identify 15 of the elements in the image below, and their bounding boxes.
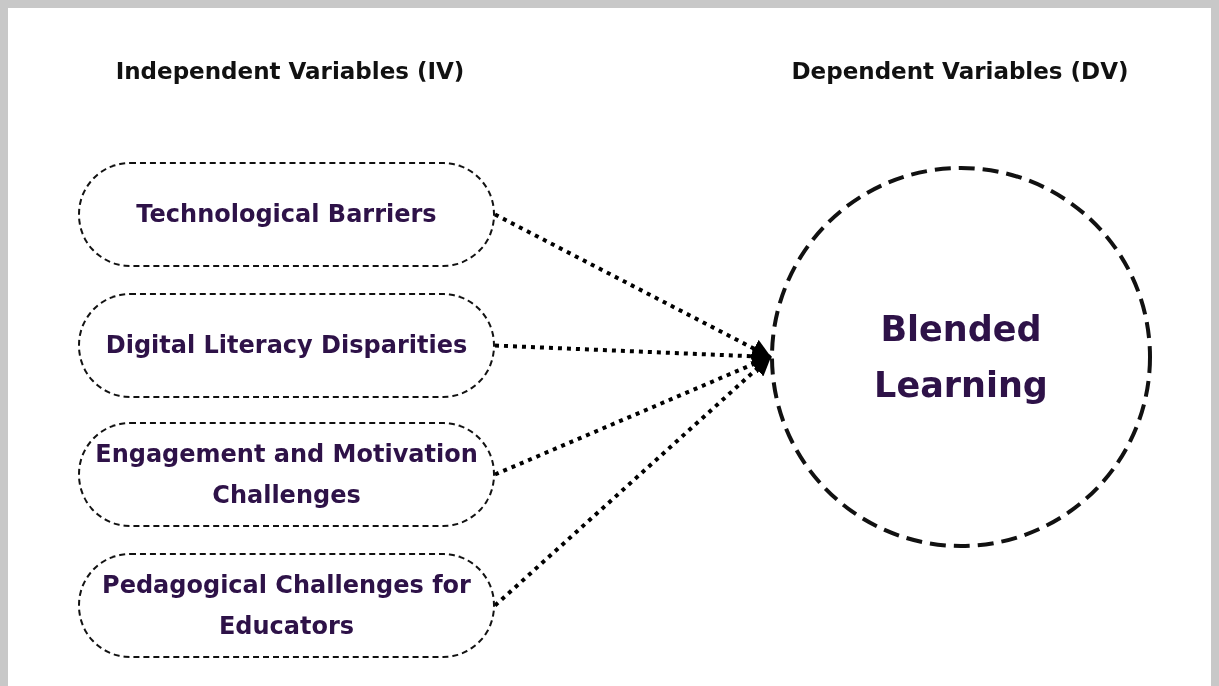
dependent-variable-circle: [770, 166, 1152, 548]
independent-variable-box: [78, 422, 495, 527]
column-heading: Dependent Variables (DV): [790, 57, 1130, 86]
independent-variable-box: [78, 553, 495, 658]
node-label: Digital Literacy Disparities: [105, 330, 468, 361]
dotted-arrow: [494, 354, 772, 477]
independent-variable-box: [78, 162, 495, 267]
column-heading: Independent Variables (IV): [114, 57, 466, 86]
node-label: Pedagogical Challenges for Educators: [101, 569, 472, 642]
independent-variable-box: [78, 293, 495, 398]
dotted-arrow: [494, 212, 772, 359]
node-label: Technological Barriers: [136, 199, 437, 230]
node-label: Engagement and Motivation Challenges: [94, 438, 479, 511]
dotted-arrow: [493, 355, 772, 607]
node-label: Blended Learning: [873, 308, 1049, 407]
